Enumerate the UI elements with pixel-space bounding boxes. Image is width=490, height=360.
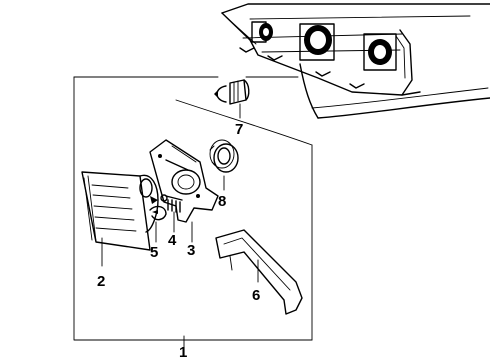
bulb-socket-ring-part xyxy=(209,139,239,173)
mounting-strip-part xyxy=(215,229,303,315)
vehicle-front-body xyxy=(221,3,490,119)
assembly-boundary-box xyxy=(73,76,313,341)
adjuster-bracket-part xyxy=(149,139,219,223)
callout-6: 6 xyxy=(252,287,260,304)
headlamp-bulb-part xyxy=(214,79,250,105)
retaining-clip-part xyxy=(149,205,167,221)
adjuster-screw-part xyxy=(160,194,183,213)
callout-5: 5 xyxy=(150,244,158,261)
callout-1: 1 xyxy=(179,344,187,360)
callout-7: 7 xyxy=(235,121,243,138)
callout-4: 4 xyxy=(168,232,177,249)
headlamp-housing-part xyxy=(81,171,159,251)
callout-3: 3 xyxy=(187,242,195,259)
callout-8: 8 xyxy=(218,193,226,210)
callout-2: 2 xyxy=(97,273,105,290)
leader-lines xyxy=(101,103,259,349)
